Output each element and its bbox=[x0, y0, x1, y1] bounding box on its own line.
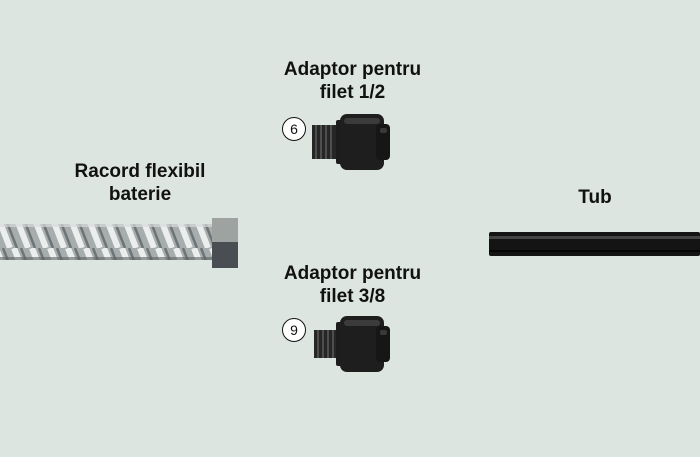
adaptor-half-label-line1: Adaptor pentru bbox=[283, 59, 422, 80]
flex-hose-nut bbox=[212, 218, 238, 268]
adaptor-half-fitting bbox=[312, 114, 390, 170]
adaptor-38-fitting bbox=[314, 316, 390, 372]
flex-hose bbox=[0, 218, 238, 268]
flex-hose-braid bbox=[0, 224, 214, 260]
adaptor-38-label-line1: Adaptor pentru bbox=[283, 263, 422, 284]
adaptor-38-label: Adaptor pentru filet 3/8 bbox=[265, 262, 440, 308]
tube bbox=[489, 232, 700, 256]
tube-label-text: Tub bbox=[578, 187, 612, 208]
flex-hose-label-line2: baterie bbox=[108, 184, 172, 205]
adaptor-half-label-line2: filet 1/2 bbox=[319, 82, 386, 103]
adaptor-half-body bbox=[336, 114, 390, 170]
adaptor-38-label-line2: filet 3/8 bbox=[319, 286, 386, 307]
flex-hose-label-line1: Racord flexibil bbox=[74, 161, 206, 182]
adaptor-38-body bbox=[336, 316, 390, 372]
adaptor-38-thread bbox=[314, 330, 338, 358]
adaptor-half-thread bbox=[312, 125, 338, 159]
adaptor-half-label: Adaptor pentru filet 1/2 bbox=[265, 58, 440, 104]
flex-hose-label: Racord flexibil baterie bbox=[55, 160, 225, 206]
tube-label: Tub bbox=[560, 186, 630, 209]
adaptor-38-number-badge: 9 bbox=[282, 318, 306, 342]
adaptor-half-number-badge: 6 bbox=[282, 117, 306, 141]
